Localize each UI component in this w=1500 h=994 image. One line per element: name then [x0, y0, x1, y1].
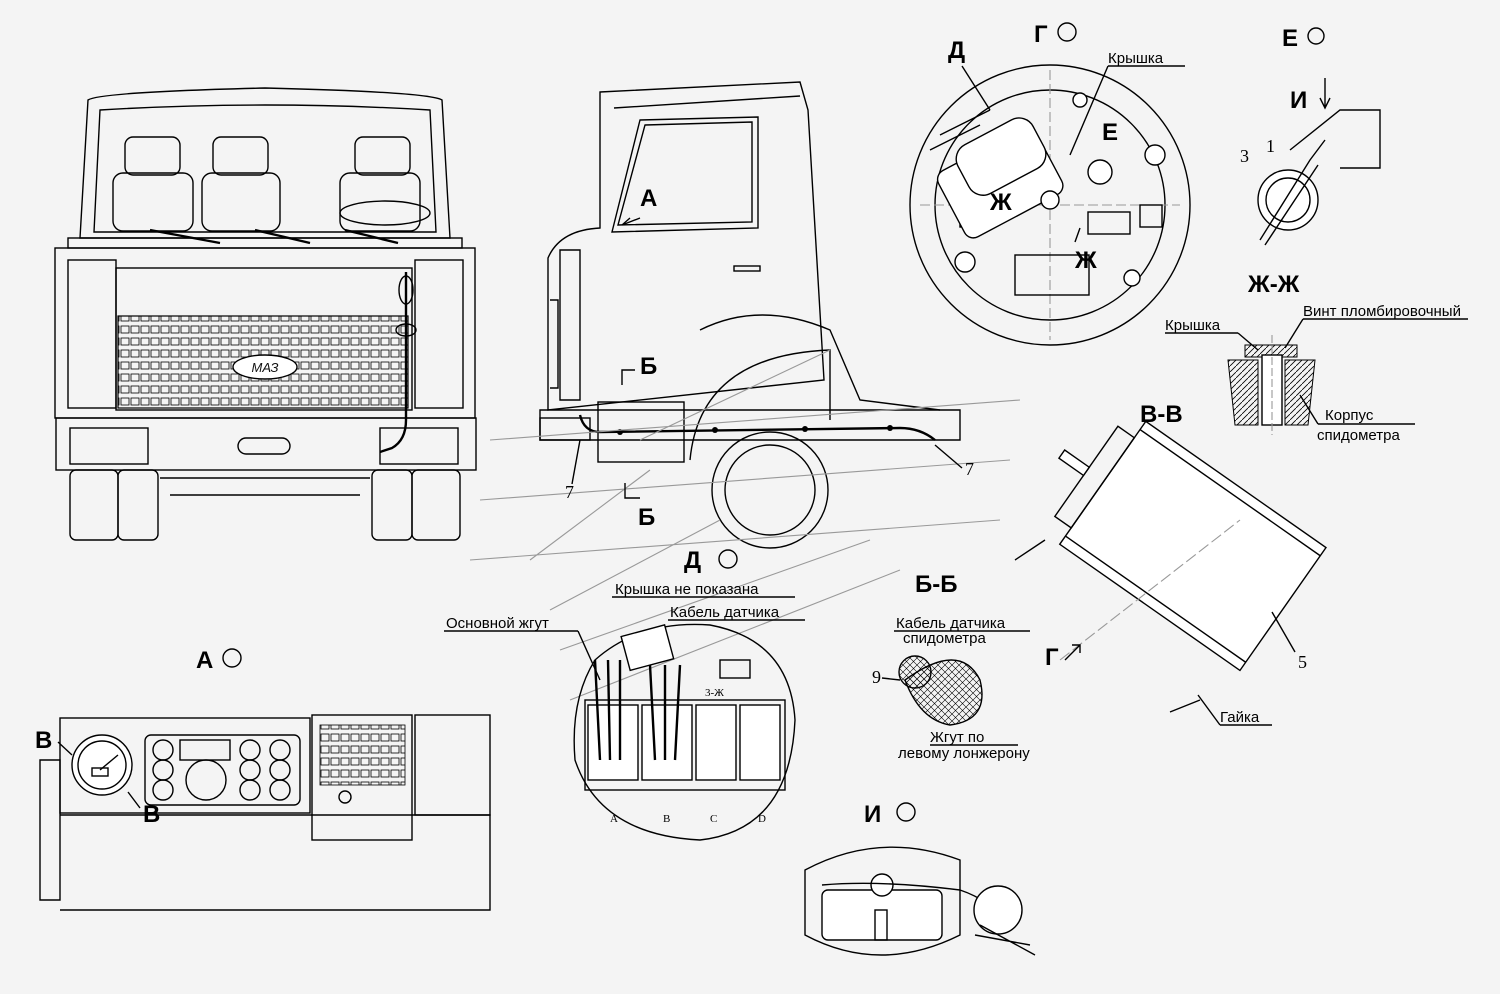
seats [112, 136, 431, 232]
svg-text:Ж: Ж [1074, 247, 1097, 274]
svg-text:Д: Д [684, 547, 701, 574]
svg-text:В: В [35, 727, 52, 754]
svg-text:Б: Б [638, 504, 655, 531]
svg-text:спидометра: спидометра [1317, 427, 1400, 444]
svg-text:Винт пломбировочный: Винт пломбировочный [1303, 303, 1461, 320]
svg-text:7: 7 [965, 459, 974, 479]
svg-text:Ж: Ж [989, 189, 1012, 216]
svg-text:левому лонжерону: левому лонжерону [898, 745, 1030, 762]
svg-text:5: 5 [1298, 652, 1307, 672]
svg-text:D: D [758, 813, 766, 825]
svg-text:Е: Е [1282, 25, 1298, 52]
svg-text:Г: Г [1045, 644, 1059, 671]
svg-text:Ж-Ж: Ж-Ж [1247, 271, 1300, 298]
svg-text:Корпус: Корпус [1325, 407, 1374, 424]
connector-blocks [584, 659, 786, 791]
clip-marks [617, 425, 893, 435]
view-I: И [804, 801, 1036, 956]
section-Zh-Zh: Ж-Ж Винт пломбировочный Крышка Корпус сп… [1165, 271, 1468, 444]
svg-text:9: 9 [872, 667, 881, 687]
svg-text:C: C [710, 813, 717, 825]
side-view: А Б Б 7 7 [469, 81, 1021, 701]
svg-text:А: А [196, 647, 213, 674]
svg-text:В: В [143, 801, 160, 828]
view-A: А В В [35, 647, 491, 911]
svg-text:И: И [1290, 87, 1307, 114]
svg-text:Д: Д [948, 37, 965, 64]
svg-text:3: 3 [1240, 146, 1249, 166]
section-B-B: Б-Б Кабель датчика спидометра 9 Жгут по … [872, 571, 1030, 762]
maz-logo: МАЗ [232, 354, 298, 380]
view-D: Д Крышка не показана Кабель датчика Осно… [444, 547, 805, 841]
svg-text:Е: Е [1102, 119, 1118, 146]
svg-text:Г: Г [1034, 21, 1048, 48]
svg-text:Жгут по: Жгут по [930, 729, 984, 746]
svg-text:И: И [864, 801, 881, 828]
svg-text:спидометра: спидометра [903, 630, 986, 647]
svg-text:Кабель датчика: Кабель датчика [670, 604, 780, 621]
svg-text:МАЗ: МАЗ [252, 360, 279, 375]
svg-text:Гайка: Гайка [1220, 709, 1260, 726]
view-E: Е И 3 1 [1240, 25, 1381, 246]
svg-text:A: A [610, 813, 618, 825]
section-V-V: В-В Г 5 Гайка [1014, 401, 1327, 726]
svg-text:Кабель датчика: Кабель датчика [896, 615, 1006, 632]
svg-text:B: B [663, 813, 670, 825]
svg-text:7: 7 [565, 482, 574, 502]
svg-text:Основной жгут: Основной жгут [446, 615, 549, 632]
view-G: Г Д Крышка Е Ж Ж [909, 21, 1191, 346]
svg-text:3-Ж: 3-Ж [705, 687, 724, 699]
svg-text:Б-Б: Б-Б [915, 571, 958, 598]
svg-text:А: А [640, 185, 657, 212]
svg-text:Б: Б [640, 353, 657, 380]
svg-text:Крышка: Крышка [1108, 50, 1164, 67]
svg-text:Крышка: Крышка [1165, 317, 1221, 334]
front-view: МАЗ [54, 87, 477, 541]
svg-text:Крышка не показана: Крышка не показана [615, 581, 759, 598]
svg-text:1: 1 [1266, 136, 1275, 156]
